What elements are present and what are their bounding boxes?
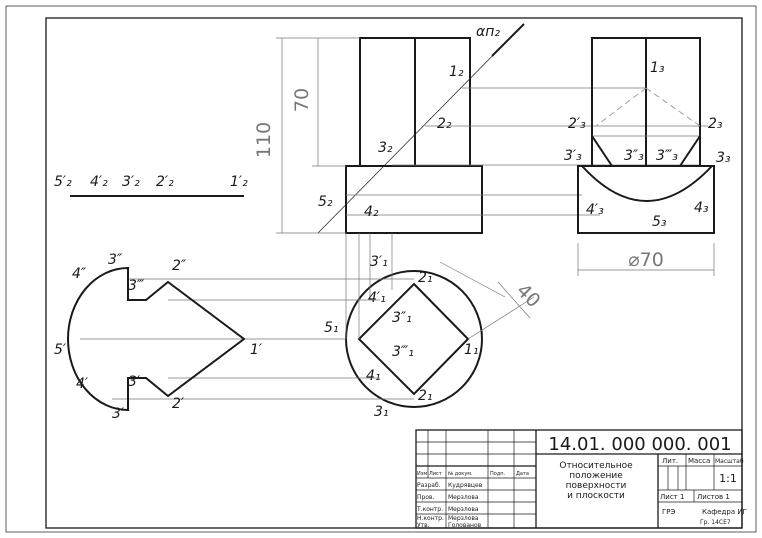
top-square: [357, 282, 470, 396]
label-4p-1: 4′₁: [368, 290, 386, 306]
row-name-3: Мерзлова: [448, 506, 479, 513]
org-label: Кафедра ИГ: [702, 508, 747, 516]
label-3p-1: 3′₁: [370, 254, 388, 270]
sheet-label: Лист 1: [660, 493, 684, 501]
col-header-date: Дата: [516, 471, 529, 477]
label-3p-b: 3′: [128, 374, 141, 390]
label-5-1: 5₁: [324, 320, 339, 336]
label-2p: 2′: [172, 396, 185, 412]
label-2-2: 2₂: [437, 116, 452, 132]
section-curve: [581, 165, 713, 202]
row-name-5: Голованов: [448, 522, 482, 529]
dim-70-label: 70: [291, 88, 313, 112]
label-2-1a: 2₁: [418, 270, 433, 286]
inner-frame: [45, 17, 743, 529]
label-4-1: 4₁: [366, 368, 381, 384]
label-aux-3: 3′₂: [122, 174, 140, 190]
side-view: [577, 37, 715, 276]
sheets-label: Листов 1: [697, 493, 730, 501]
label-3ppp-1: 3‴₁: [392, 344, 414, 360]
label-aux-1: 1′₂: [230, 174, 248, 190]
mass-header: Масса: [688, 457, 710, 465]
plane-trace: [317, 37, 511, 234]
row-name-4: Мерзлова: [448, 515, 479, 522]
label-5-2: 5₂: [318, 194, 333, 210]
title-block: [415, 429, 743, 529]
label-4-2: 4₂: [364, 204, 379, 220]
label-5-3: 5₃: [652, 214, 667, 230]
label-aux-2: 2′₂: [156, 174, 174, 190]
side-cylinder-outline: [577, 165, 715, 234]
title-line-1: Относительное: [559, 461, 633, 471]
dim-40-ext1: [439, 261, 506, 298]
true-shape-section: [67, 266, 246, 412]
label-1-2: 1₂: [449, 64, 464, 80]
label-4-3: 4₃: [694, 200, 709, 216]
label-3pp-3: 3″₃: [624, 148, 644, 164]
col-header-list: Лист: [429, 471, 442, 477]
dim-40-ext2: [467, 296, 535, 340]
scale-value: 1:1: [719, 472, 737, 485]
title-line-3: поверхности: [566, 481, 627, 491]
row-role-1: Разраб.: [417, 482, 441, 489]
label-1-1: 1₁: [464, 342, 479, 358]
row-role-4: Н.контр.: [417, 515, 444, 522]
cylinder-outline: [345, 165, 483, 234]
label-4p-3: 4′₃: [586, 202, 604, 218]
label-3-3: 3₃: [716, 150, 731, 166]
top-circle: [345, 270, 483, 408]
label-3pp-1: 3″₁: [392, 310, 412, 326]
label-aux-5: 5′₂: [54, 174, 72, 190]
label-4p: 4′: [76, 376, 89, 392]
drawing-code: 14.01. 000 000. 001: [548, 434, 731, 455]
label-2p-3: 2′₃: [568, 116, 586, 132]
group2-label: Гр. 14СЕ7: [700, 519, 731, 526]
dim-40-line: [497, 281, 531, 319]
group-label: ГРЭ: [662, 508, 675, 516]
col-header-sign: Подп.: [490, 471, 506, 477]
row-role-3: Т.контр.: [416, 506, 443, 513]
label-1-3: 1₃: [650, 60, 665, 76]
lit-header: Лит.: [662, 457, 678, 465]
label-3ppp-3: 3‴₃: [656, 148, 678, 164]
dim-110-label: 110: [253, 122, 275, 158]
plane-trace-end: [491, 23, 525, 57]
label-aux-4: 4′₂: [90, 174, 108, 190]
label-3ppp: 3‴: [128, 278, 145, 294]
label-1p: 1′: [250, 342, 263, 358]
dim-square-label: 40: [512, 279, 545, 312]
outer-frame: [5, 5, 757, 533]
row-role-2: Пров.: [417, 494, 435, 501]
title-line-4: и плоскости: [567, 491, 625, 501]
label-3-2: 3₂: [378, 140, 393, 156]
plane-label: αп₂: [476, 24, 500, 40]
label-5p: 5′: [54, 342, 67, 358]
label-3pp: 3″: [108, 252, 123, 268]
scale-header: Масштаб: [715, 458, 744, 465]
label-3p-3: 3′₃: [564, 148, 582, 164]
label-2-1b: 2₁: [418, 388, 433, 404]
col-header-doc: № докум.: [448, 471, 473, 477]
label-2pp: 2″: [172, 258, 187, 274]
col-header-izm: Изм: [417, 471, 427, 477]
row-role-5: Утв.: [417, 522, 430, 529]
label-3-1: 3₁: [374, 404, 389, 420]
label-4pp: 4″: [72, 266, 87, 282]
row-name-2: Мерзлова: [448, 494, 479, 501]
row-name-1: Кудрявцев: [448, 482, 483, 489]
title-line-2: положение: [569, 471, 623, 481]
label-2-3: 2₃: [708, 116, 723, 132]
dim-diameter-label: ⌀70: [628, 249, 664, 271]
label-3p-a: 3′: [112, 406, 125, 422]
